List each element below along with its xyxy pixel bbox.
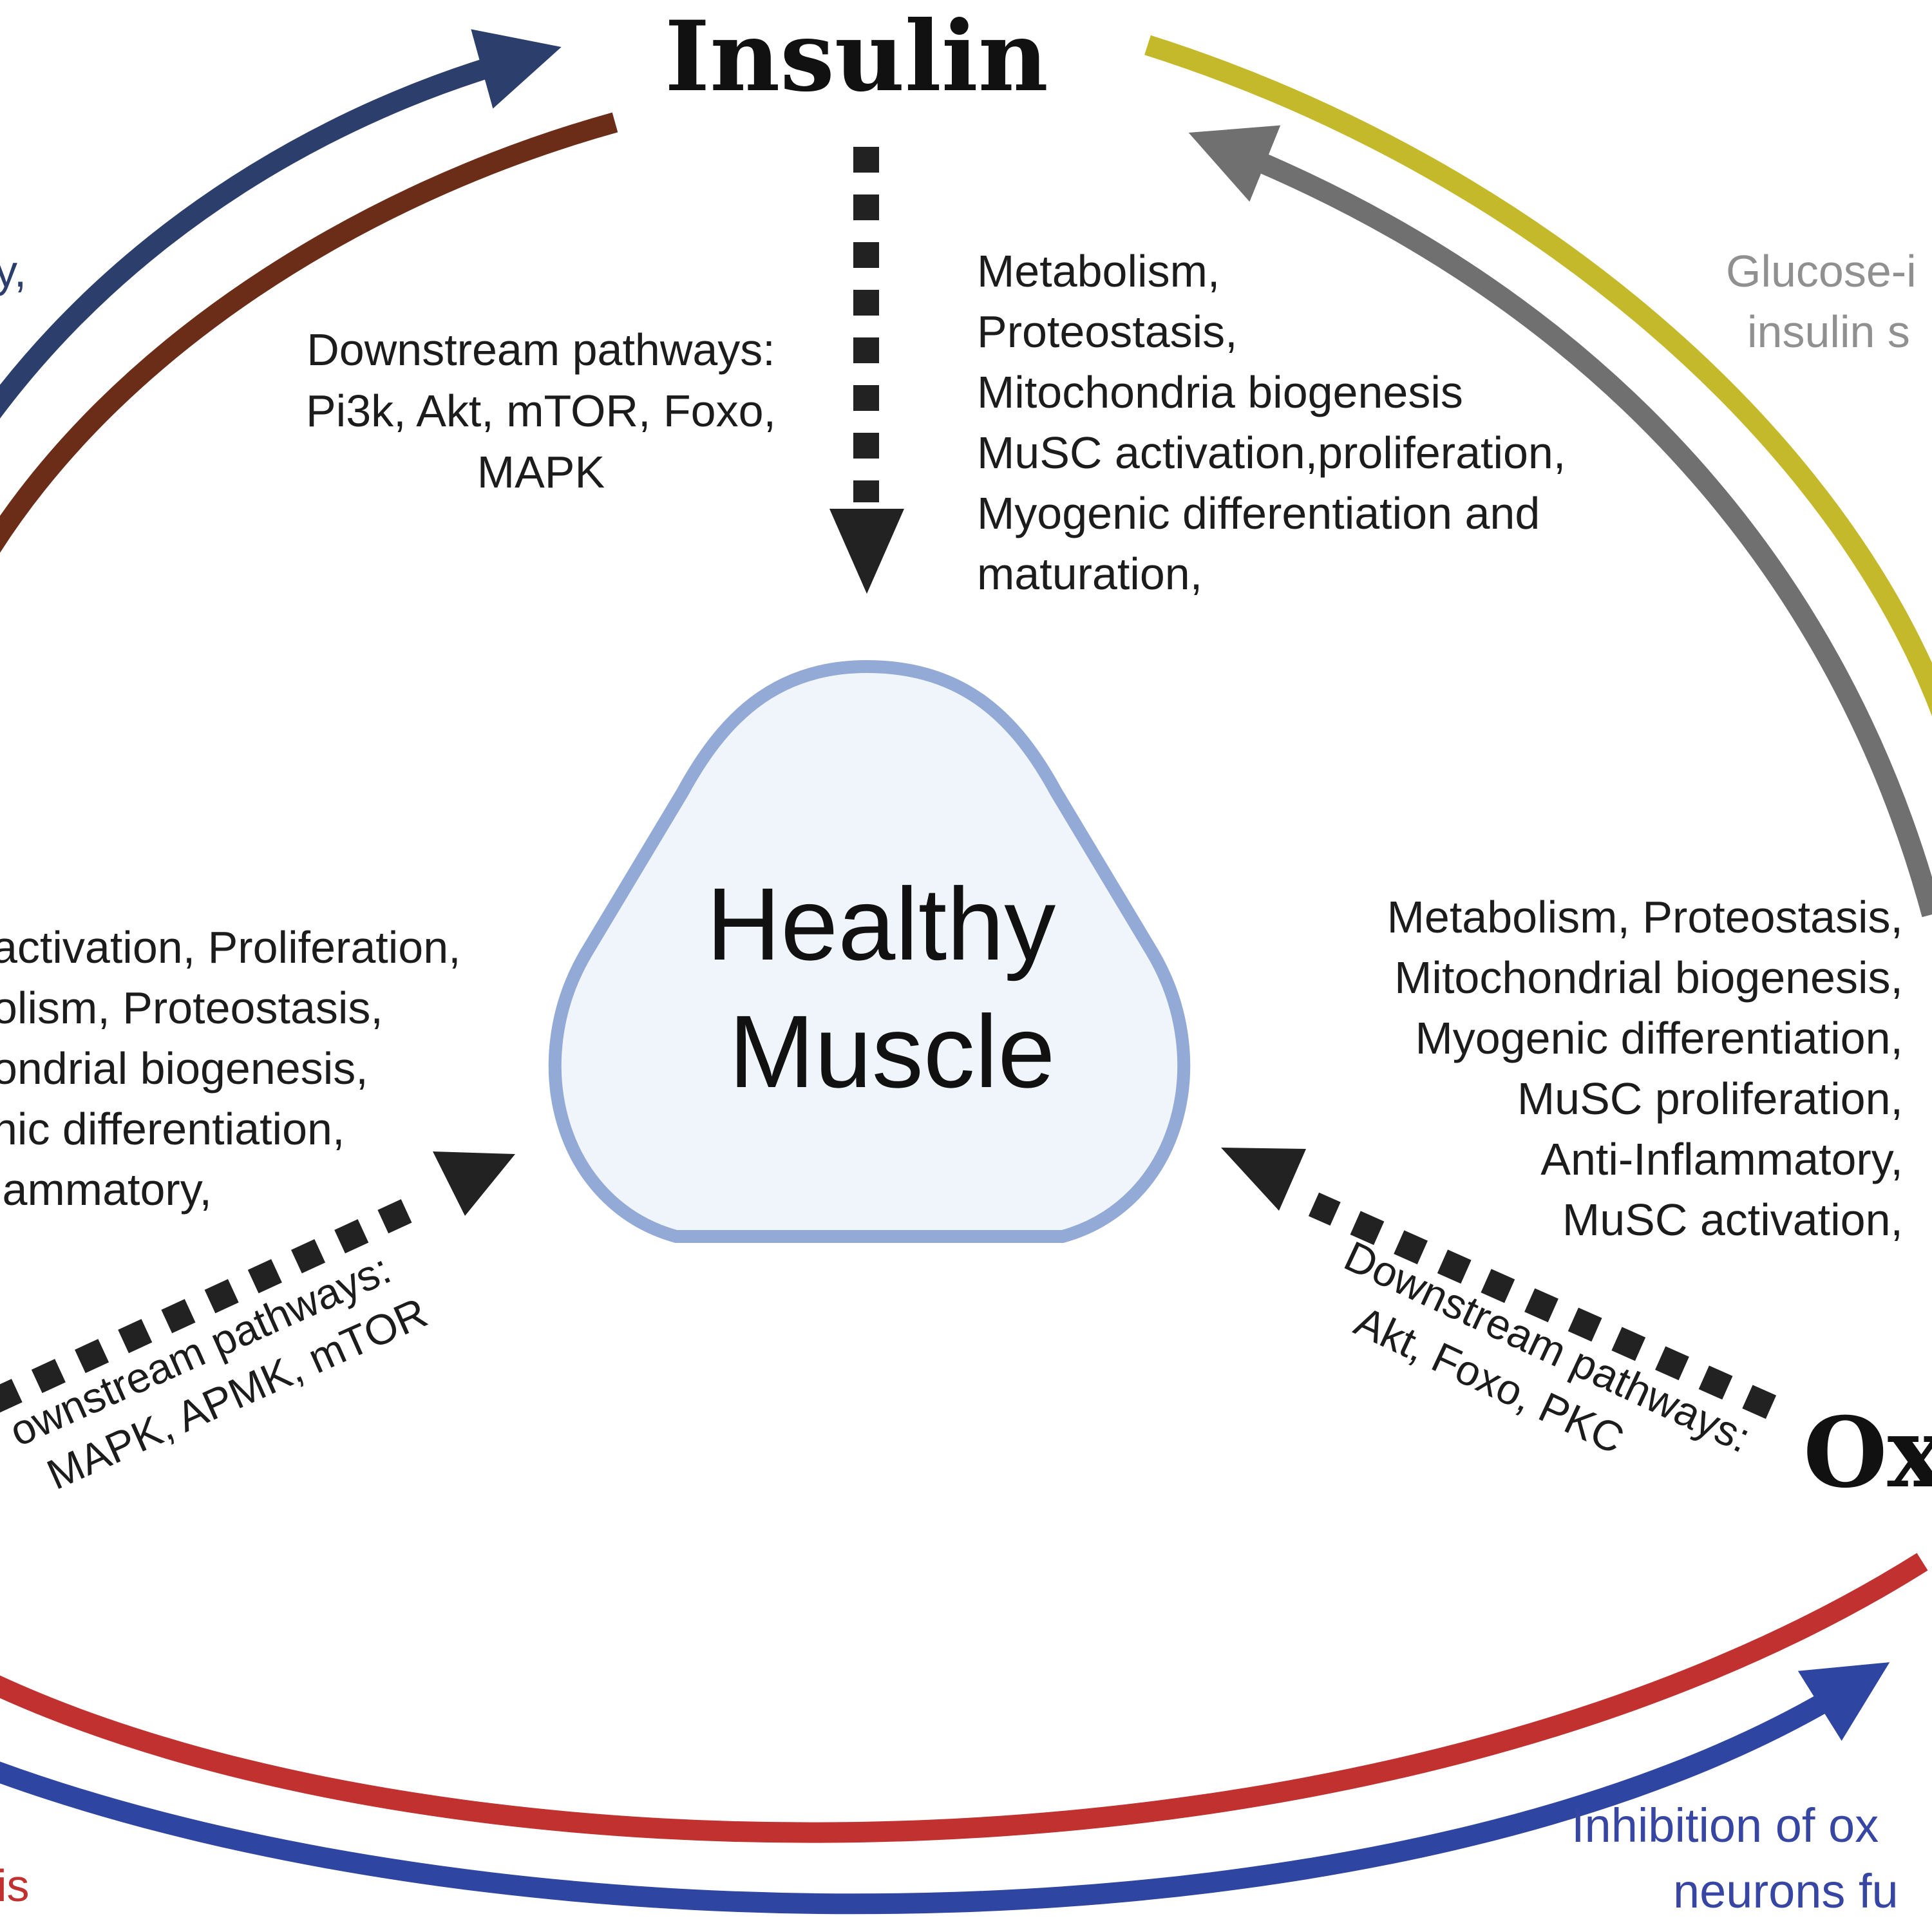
insulin-pathways-line3: MAPK [477,447,605,497]
gray-arrow-to-insulin [1188,125,1932,918]
left-arrowhead [433,1151,515,1216]
oxytocin-effect: Anti-Inflammatory, [1540,1134,1903,1184]
left-pathways: ownstream pathways: MAPK, APMK, mTOR [3,1245,434,1499]
olive-arc-from-insulin [1144,35,1932,717]
left-dotted-arrow [0,1190,431,1413]
oxytocin-effect: MuSC activation, [1562,1195,1903,1245]
oxytocin-pathways: Downstream pathways: Akt, Foxo, PKC [1338,1232,1758,1463]
left-effect: ondrial biogenesis, [0,1043,368,1094]
healthy-muscle-line1: Healthy [706,866,1056,981]
oxytocin-effect: Mitochondrial biogenesis, [1394,952,1903,1003]
insulin-arrowhead [829,509,904,594]
red-arc-to-oxytocin [0,1553,1928,1843]
left-effect: lammatory, [0,1164,212,1215]
left-effect: olism, Proteostasis, [0,983,383,1033]
insulin-effect: Mitochondria biogenesis [977,367,1463,417]
insulin-pathways-heading: Downstream pathways: [307,325,775,375]
oxytocin-dotted-arrow [1308,1192,1777,1419]
oxytocin-effect: Myogenic differentiation, [1416,1013,1904,1063]
oxytocin-title-partial: Ox [1803,1396,1932,1510]
left-effect: nic differentiation, [0,1104,345,1154]
brown-arc-from-insulin [0,112,618,553]
healthy-muscle-shape [548,659,1191,1243]
glucose-label-line1: Glucose-i [1726,246,1917,296]
oxytocin-arrowhead [1221,1148,1306,1211]
oxytocin-effect: Metabolism, Proteostasis, [1387,892,1903,942]
insulin-effect: Myogenic differentiation and [977,488,1540,538]
bottom-right-label-line1: Inhibition of ox [1571,1799,1879,1852]
top-left-edge-label: y, [0,246,26,296]
blue-arrow-to-oxytocin [0,1662,1890,1915]
navy-arrow-to-insulin [0,29,562,419]
left-effect: activation, Proliferation, [0,922,461,972]
bottom-right-label-line2: neurons fu [1673,1864,1899,1918]
bottom-left-edge-label: is [0,1861,30,1911]
insulin-effect: MuSC activation,proliferation, [977,428,1566,478]
insulin-title: Insulin [665,0,1048,113]
insulin-effect: Proteostasis, [977,307,1238,357]
healthy-muscle-line2: Muscle [729,994,1056,1109]
insulin-effect: Metabolism, [977,246,1220,296]
glucose-label-line2: insulin s [1747,307,1910,357]
oxytocin-effect: MuSC proliferation, [1517,1074,1903,1124]
insulin-effect: maturation, [977,549,1202,599]
insulin-pathways-line2: Pi3k, Akt, mTOR, Foxo, [306,386,776,436]
